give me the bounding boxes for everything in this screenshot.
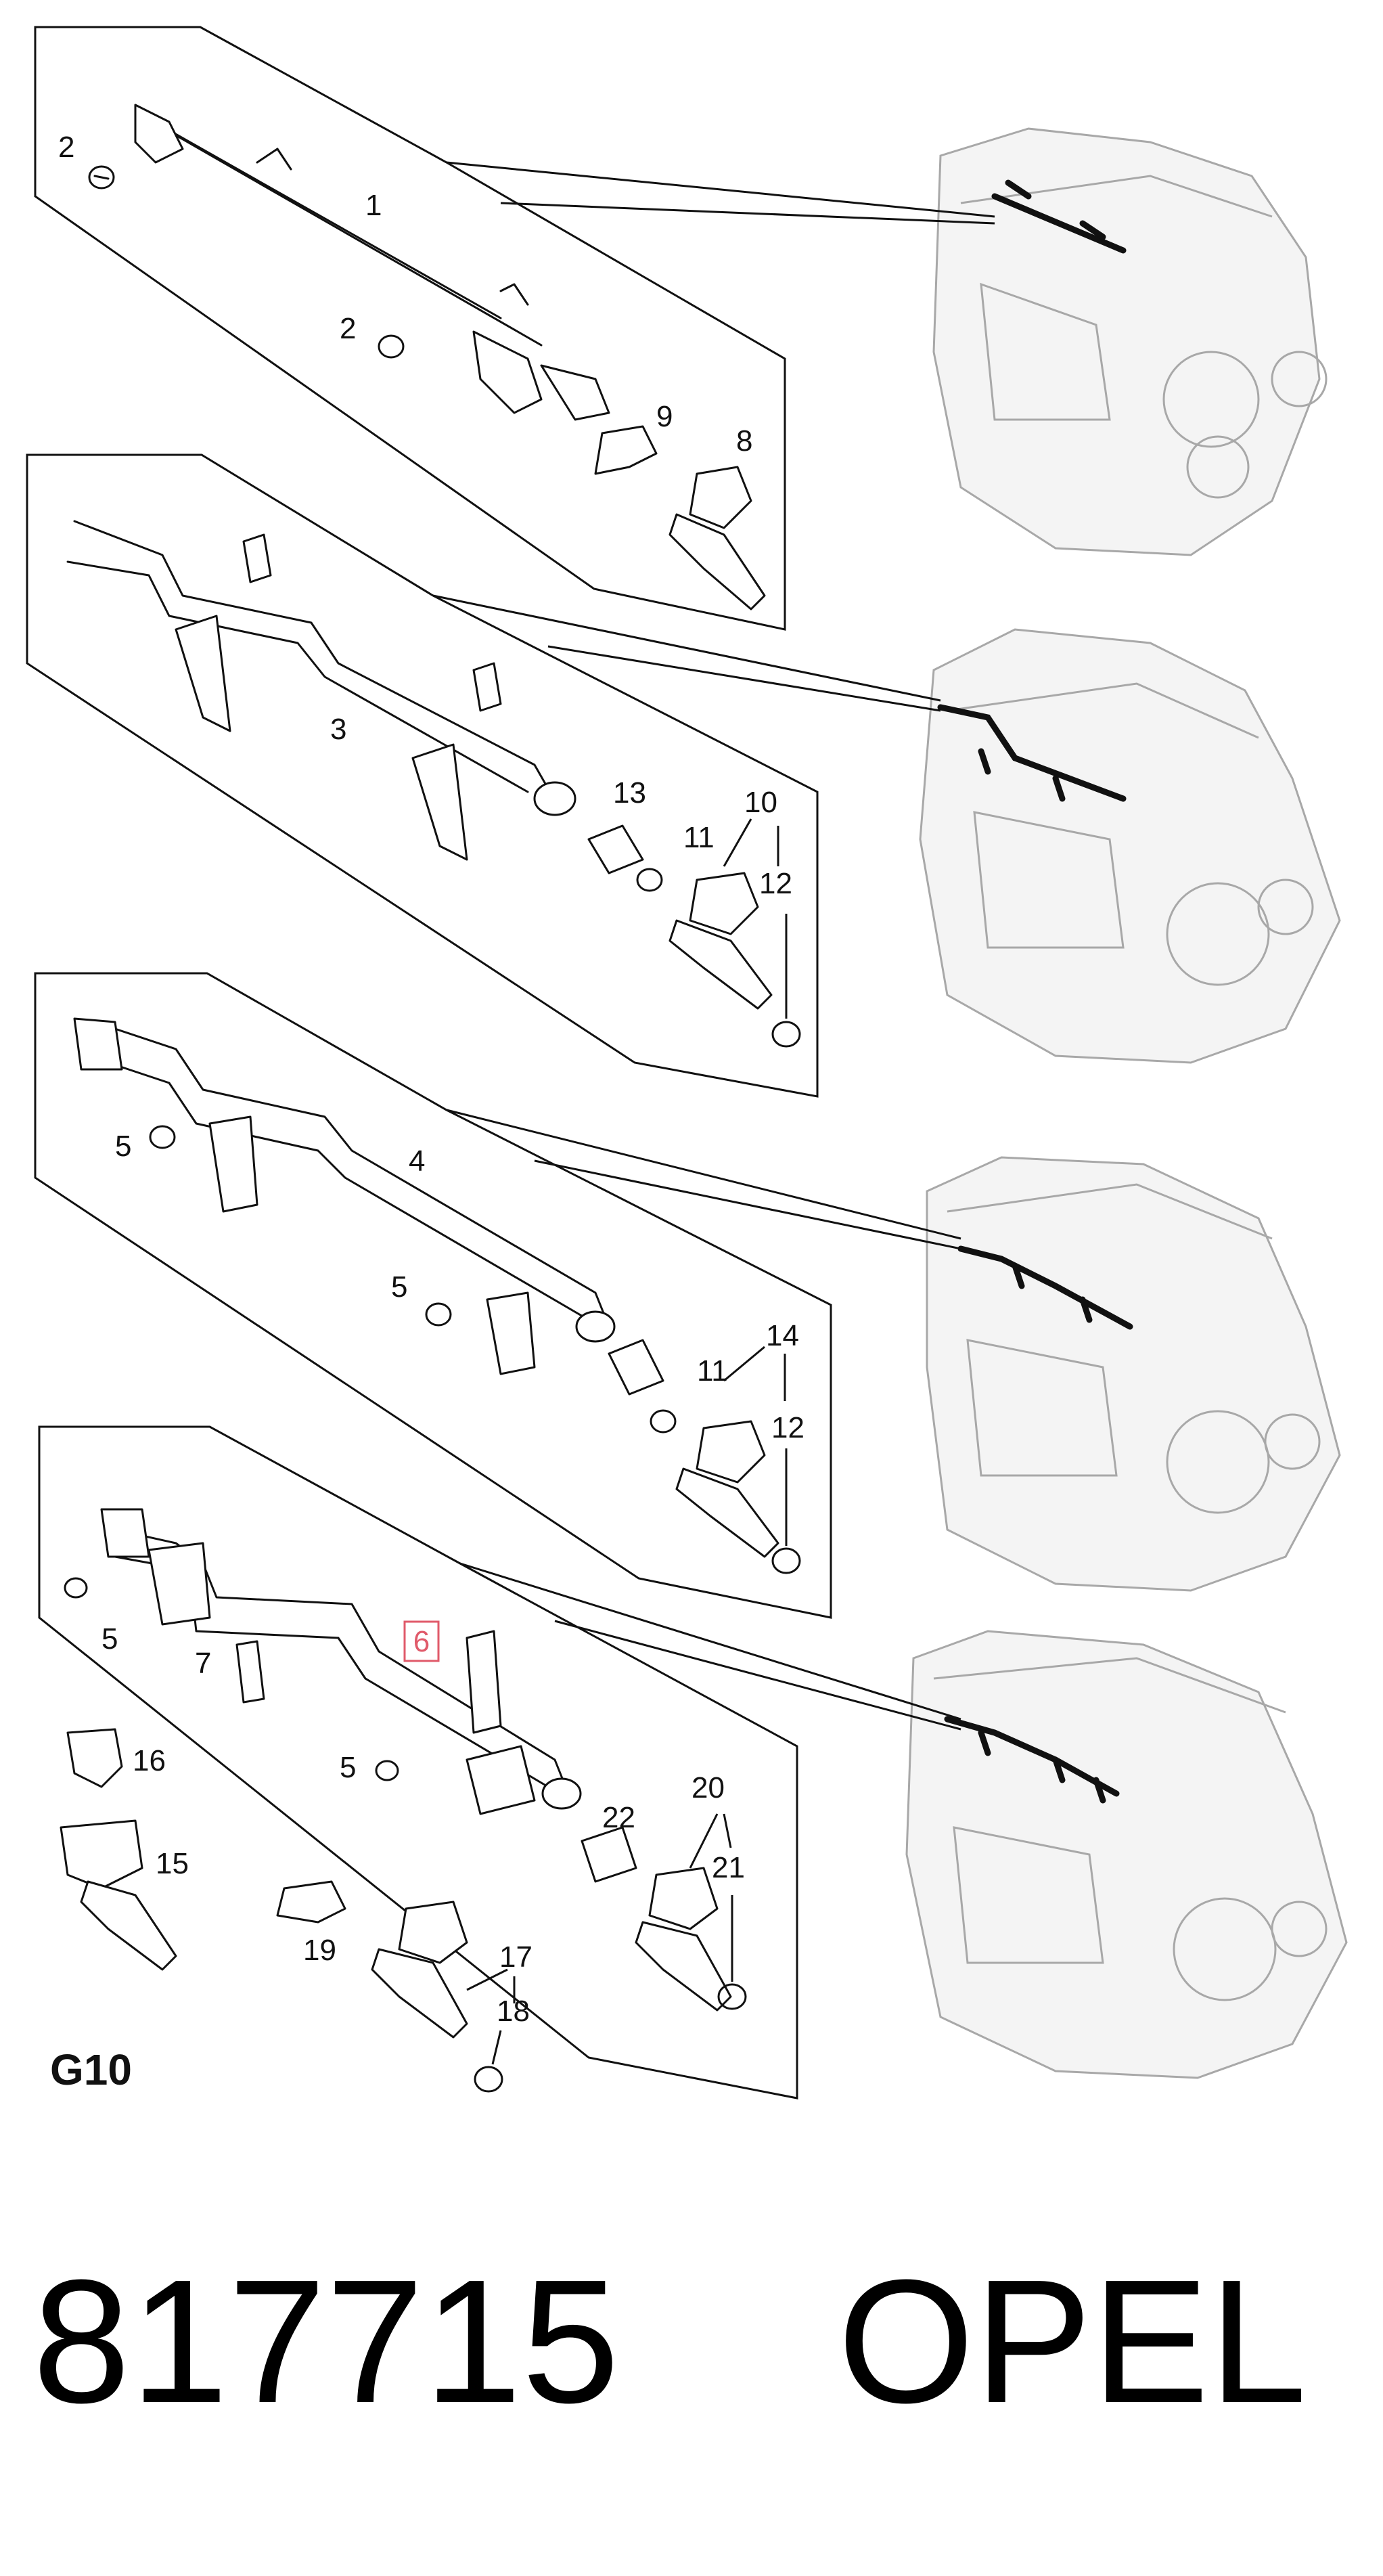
callout-4: 4: [409, 1145, 425, 1178]
callout-5b: 5: [391, 1270, 407, 1304]
fuel-rail-3: [66, 520, 576, 861]
fuel-rail-6: [100, 1508, 582, 1815]
panel-1: 2 1 2 9 8: [34, 26, 995, 631]
o-ring-12b: [771, 1547, 801, 1574]
callout-11a: 11: [683, 821, 715, 854]
clip-13: [587, 824, 644, 874]
footer: 817715 OPEL: [32, 2234, 1352, 2450]
fuel-rail-1: [134, 104, 610, 421]
o-ring-11b: [650, 1409, 677, 1434]
brand-name: OPEL: [837, 2244, 1307, 2440]
panel-3: 5 4 5 14 11 12: [34, 972, 961, 1619]
callout-21: 21: [712, 1851, 745, 1884]
bolt-2a: [88, 165, 115, 190]
injector-17: [371, 1901, 468, 2039]
callout-8: 8: [736, 424, 752, 458]
fuel-rail-4: [73, 1017, 616, 1375]
callout-11b: 11: [697, 1354, 728, 1387]
bolt-5b: [425, 1302, 452, 1327]
clip-14: [608, 1339, 664, 1396]
o-ring-21: [717, 1983, 747, 2010]
injector-15: [60, 1819, 177, 1971]
clip-16: [66, 1728, 123, 1788]
callout-12a: 12: [759, 867, 792, 900]
panel-4: 6: [38, 1425, 961, 2100]
callout-15: 15: [156, 1847, 189, 1880]
callout-13: 13: [613, 776, 646, 809]
callout-2a: 2: [58, 131, 74, 164]
callout-17: 17: [499, 1940, 532, 1974]
highlight-box-6: [403, 1620, 440, 1662]
engine-illustration-4: [905, 1630, 1348, 2079]
bolt-3b: [472, 662, 502, 712]
callout-5d: 5: [340, 1751, 356, 1784]
clip-22: [581, 1826, 637, 1883]
callout-2b: 2: [340, 312, 356, 345]
o-ring-11: [636, 868, 663, 892]
injector-14: [675, 1420, 779, 1558]
engine-illustration-1: [932, 127, 1328, 556]
callout-18: 18: [497, 1995, 530, 2028]
callout-19: 19: [303, 1934, 336, 1967]
callout-14: 14: [766, 1319, 799, 1352]
injector-10: [668, 872, 773, 1010]
callout-3: 3: [330, 713, 346, 746]
callout-22: 22: [602, 1801, 635, 1834]
bolt-3a: [242, 533, 272, 583]
callout-7: 7: [195, 1647, 211, 1680]
callout-9: 9: [656, 400, 673, 433]
engine-illustration-3: [926, 1156, 1341, 1592]
callout-20: 20: [692, 1771, 725, 1804]
bolt-5d: [375, 1760, 399, 1781]
panel-2: 3 13 10 11 12: [26, 453, 941, 1098]
bolt-2b: [378, 334, 405, 359]
callout-5c: 5: [101, 1622, 118, 1656]
callout-1: 1: [365, 189, 382, 222]
callout-12b: 12: [771, 1411, 804, 1444]
injector-20: [635, 1867, 732, 2012]
injector-8: [668, 466, 766, 610]
bolt-5c: [64, 1577, 88, 1599]
bolt-5a: [149, 1125, 176, 1149]
engine-illustration-2: [919, 628, 1341, 1064]
fitting-7: [235, 1640, 265, 1704]
callout-6-highlighted: 6: [413, 1625, 430, 1658]
callout-10: 10: [744, 786, 777, 819]
o-ring-12: [771, 1021, 801, 1048]
callout-16: 16: [133, 1744, 166, 1777]
callout-5a: 5: [115, 1130, 131, 1163]
o-ring-18: [474, 2066, 503, 2093]
part-number: 817715: [32, 2244, 620, 2440]
clip-9: [594, 425, 658, 475]
clip-19: [276, 1880, 346, 1924]
group-label: G10: [50, 2045, 132, 2094]
